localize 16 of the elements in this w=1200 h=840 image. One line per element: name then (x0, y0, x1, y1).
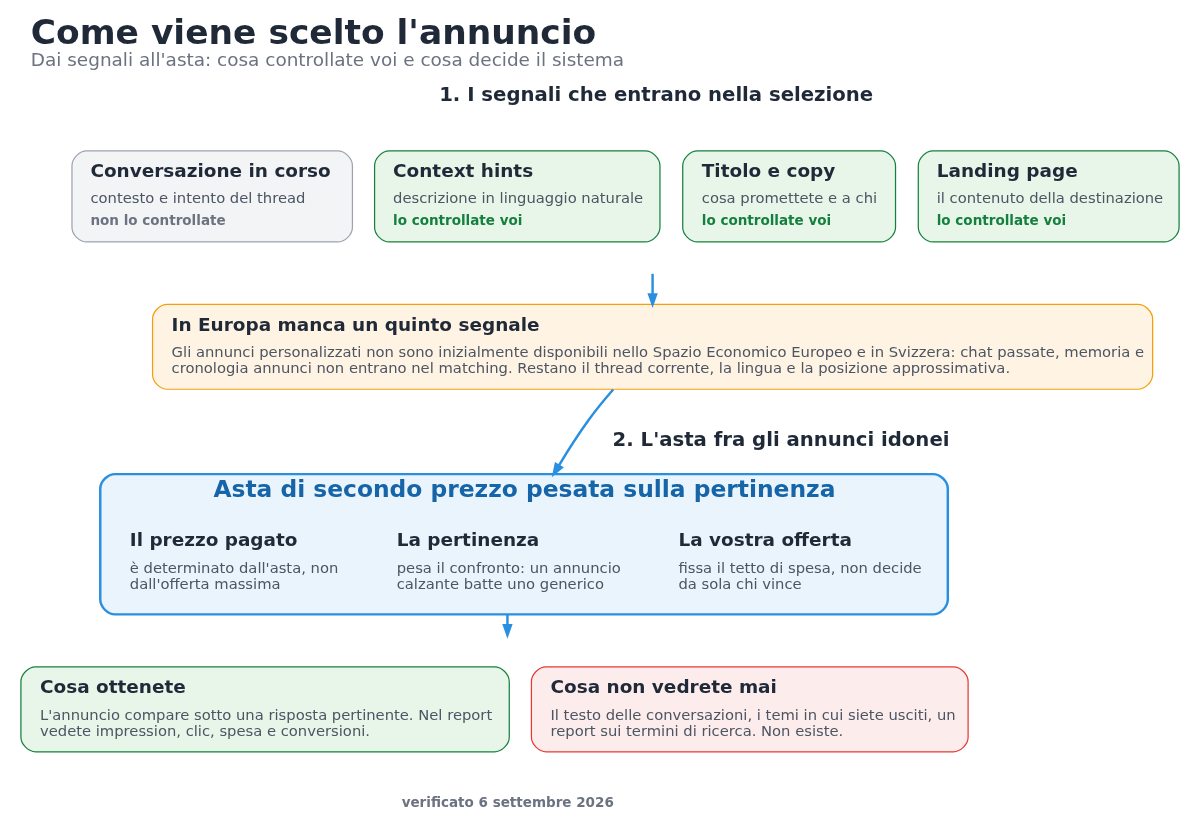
label: verificato 6 settembre 2026 (401, 793, 614, 810)
node-text: La vostra offerta fissa il tetto di spesa, non decide da sola chi vince (678, 529, 922, 592)
node-box: In Europa manca un quinto segnale Gli annunci personalizzati non sono inizialmente disponibili nello Spazio Economico Europeo e in Svizzera: chat passate, memoria e cronologia annunci non entrano nel matching. Restano il thread corrente, la lingua e la posizione approssimativa. (151, 303, 1154, 390)
arrow (502, 614, 513, 639)
node-box: Context hints descrizione in linguaggio naturale lo controllate voi (373, 150, 661, 243)
node-box: Conversazione in corso contesto e intento del thread non lo controllate (71, 150, 354, 243)
node-text: La pertinenza pesa il confronto: un annuncio calzante batte uno generico (396, 529, 621, 592)
node-text: Il prezzo pagato è determinato dall'asta, non dall'offerta massima (129, 529, 339, 592)
node-box: Cosa non vedrete mai Il testo delle conversazioni, i temi in cui siete usciti, un report sui termini di ricerca. Non esiste. (530, 666, 969, 753)
node-box: Titolo e copy cosa promettete e a chi lo controllate voi (682, 150, 897, 243)
arrow (551, 388, 615, 478)
arrow (647, 273, 658, 309)
label: 2. L'asta fra gli annunci idonei (612, 427, 950, 451)
label: 1. I segnali che entrano nella selezione (439, 83, 874, 107)
node-box: Landing page il contenuto della destinazione lo controllate voi (917, 150, 1180, 243)
node-box: Cosa ottenete L'annuncio compare sotto una risposta pertinente. Nel report vedete impression, clic, spesa e conversioni. (20, 666, 510, 753)
